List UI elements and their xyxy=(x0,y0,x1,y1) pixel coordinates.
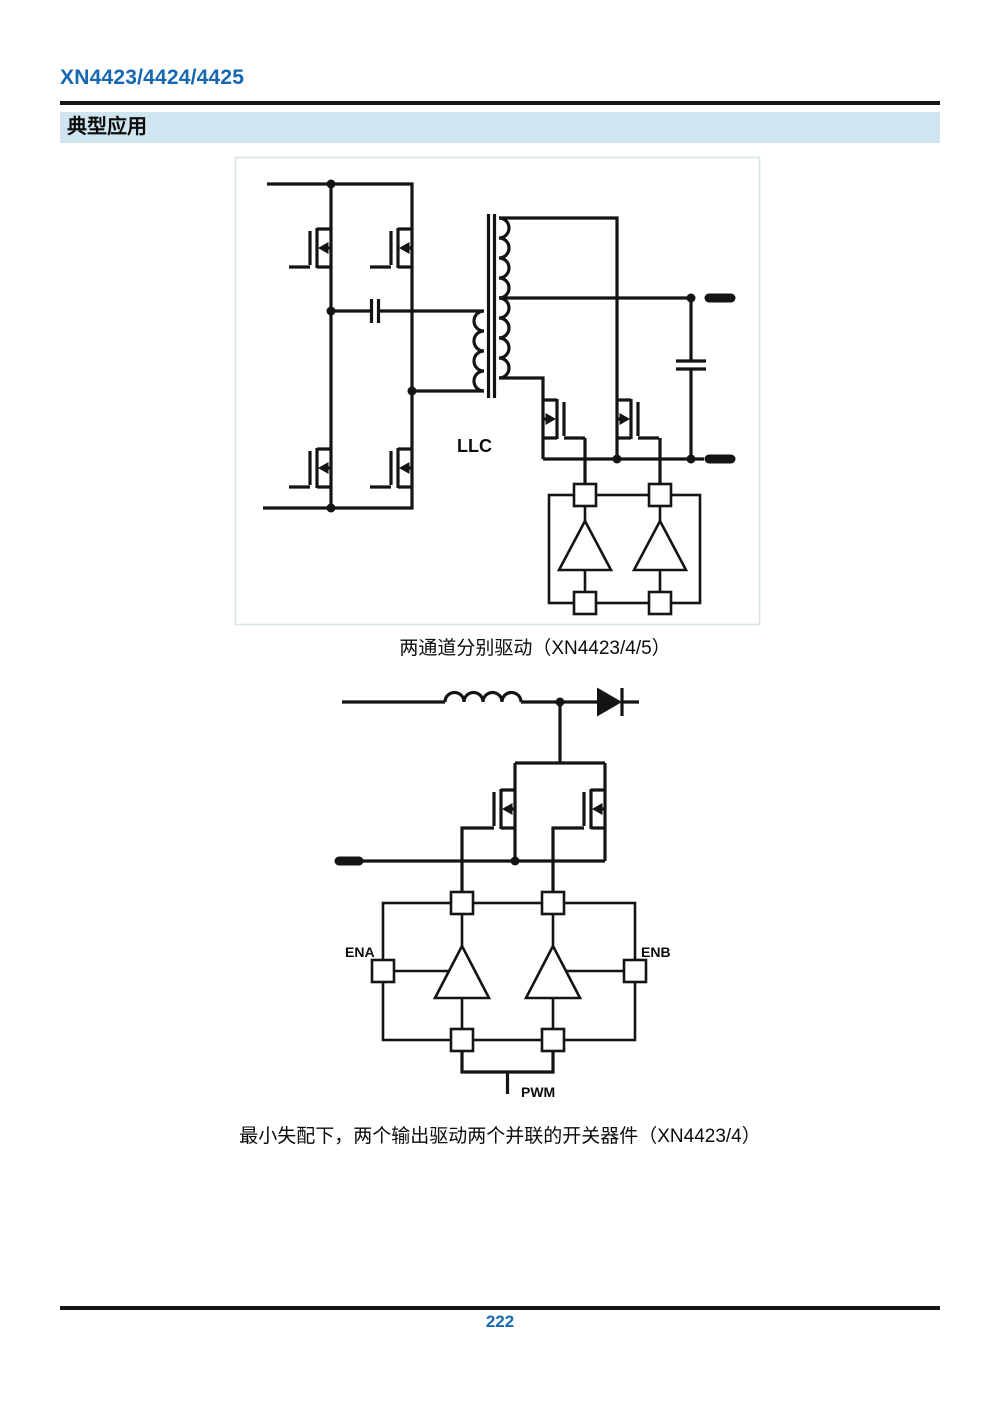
section-header-label: 典型应用 xyxy=(67,116,147,138)
resonant-capacitor xyxy=(326,299,484,323)
document-title: XN4423/4424/4425 xyxy=(60,66,245,89)
driver-pin-outa xyxy=(572,482,598,508)
driver2-pin-outb xyxy=(540,890,566,916)
page-number: 222 xyxy=(485,1312,515,1331)
input-branch xyxy=(342,687,639,763)
ena-label: ENA xyxy=(345,944,375,960)
gate-drive-wires-2 xyxy=(460,826,563,892)
driver-buffer-b xyxy=(631,518,689,572)
driver-ic-2 xyxy=(370,890,648,1053)
driver-buffer-b2 xyxy=(523,943,583,1000)
driver-buffer-a2 xyxy=(432,943,492,1000)
driver2-pin-enb xyxy=(622,958,648,984)
driver2-pin-outa xyxy=(449,890,475,916)
driver-pin-ina xyxy=(572,590,598,616)
mosfet-parallel-b xyxy=(561,787,607,831)
figure1-frame xyxy=(234,156,761,626)
mosfet-bridge-high-b xyxy=(368,226,414,270)
driver-ic-1 xyxy=(547,482,702,616)
gate-drive-wires xyxy=(583,438,662,484)
llc-label: LLC xyxy=(457,436,492,456)
mosfet-bridge-low-a xyxy=(287,446,333,490)
inductor xyxy=(443,690,523,703)
enb-label: ENB xyxy=(641,944,671,960)
diode xyxy=(597,687,622,717)
driver2-pin-ina xyxy=(449,1027,475,1053)
secondary-wiring xyxy=(499,216,704,464)
full-bridge xyxy=(263,179,414,513)
section-header-banner: 典型应用 xyxy=(60,112,940,143)
driver2-pin-inb xyxy=(540,1027,566,1053)
figure-parallel-circuit: ENA ENB PWM xyxy=(330,680,680,1100)
driver-pin-inb xyxy=(647,590,673,616)
output-network xyxy=(676,293,736,464)
footer-rule xyxy=(60,1306,940,1310)
pwm-label: PWM xyxy=(521,1084,555,1100)
driver2-pin-ena xyxy=(370,958,396,984)
driver-pin-outb xyxy=(647,482,673,508)
mosfet-sync-b xyxy=(615,397,661,441)
header-rule xyxy=(60,101,940,105)
mosfet-parallel-a xyxy=(471,787,517,831)
mosfet-bridge-low-b xyxy=(368,446,414,490)
paralleled-mosfets xyxy=(334,761,607,892)
pwm-wire xyxy=(460,1051,555,1094)
figure1-caption: 两通道分别驱动（XN4423/4/5） xyxy=(399,638,671,659)
driver-buffer-a xyxy=(556,518,614,572)
figure-llc-circuit: LLC xyxy=(234,155,762,630)
mosfet-bridge-high-a xyxy=(287,226,333,270)
transformer xyxy=(407,214,511,398)
mosfet-sync-a xyxy=(541,397,587,441)
figure2-caption: 最小失配下，两个输出驱动两个并联的开关器件（XN4423/4） xyxy=(239,1126,761,1147)
